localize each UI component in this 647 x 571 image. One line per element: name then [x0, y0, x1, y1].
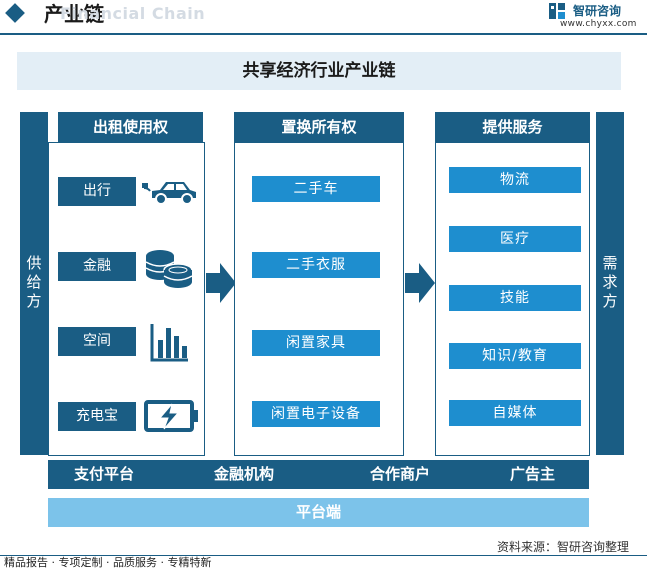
header-diamond-icon — [5, 3, 25, 23]
demand-side-label: 需求方 — [596, 112, 624, 455]
swap-item-used-car: 二手车 — [252, 176, 380, 202]
platform-end-bar: 平台端 — [48, 498, 589, 527]
service-item-logistics: 物流 — [449, 167, 581, 193]
platform-merchants: 合作商户 — [370, 465, 431, 483]
swap-item-idle-electronics: 闲置电子设备 — [252, 401, 380, 427]
swap-item-used-clothes: 二手衣服 — [252, 252, 380, 278]
header-watermark: Financial Chain — [60, 4, 206, 23]
coins-icon — [145, 250, 193, 288]
swap-item-idle-furniture: 闲置家具 — [252, 330, 380, 356]
footer-tagline: 精品报告 · 专项定制 · 品质服务 · 专精特新 — [4, 556, 212, 569]
battery-charging-icon — [144, 400, 198, 432]
data-source: 资料来源：智研咨询整理 — [497, 540, 630, 554]
supply-side-label: 供给方 — [20, 112, 48, 455]
service-item-medical: 医疗 — [449, 226, 581, 252]
platform-payment: 支付平台 — [74, 465, 135, 483]
platform-partners-bar: 支付平台 金融机构 合作商户 广告主 — [48, 460, 589, 489]
rent-column-header: 出租使用权 — [58, 112, 203, 142]
flow-arrow-icon — [206, 263, 236, 303]
rent-item-powerbank: 充电宝 — [58, 402, 136, 431]
brand-name: 智研咨询 — [573, 4, 622, 18]
brand-logo-icon — [549, 3, 565, 19]
header-divider — [0, 33, 647, 35]
flow-arrow-icon — [405, 263, 435, 303]
platform-advertisers: 广告主 — [510, 465, 556, 483]
car-icon — [142, 182, 196, 205]
brand-url: www.chyxx.com — [560, 19, 637, 29]
diagram-title: 共享经济行业产业链 — [17, 52, 621, 90]
page-title: 产业链 — [44, 2, 104, 26]
rent-item-space: 空间 — [58, 327, 136, 356]
service-item-self-media: 自媒体 — [449, 400, 581, 426]
service-column-header: 提供服务 — [435, 112, 590, 142]
service-item-education: 知识/教育 — [449, 343, 581, 369]
footer-divider — [0, 555, 647, 556]
bar-chart-icon — [150, 324, 188, 362]
rent-item-travel: 出行 — [58, 177, 136, 206]
rent-item-finance: 金融 — [58, 252, 136, 281]
swap-column-header: 置换所有权 — [234, 112, 404, 142]
service-item-skills: 技能 — [449, 285, 581, 311]
platform-finance: 金融机构 — [214, 465, 275, 483]
